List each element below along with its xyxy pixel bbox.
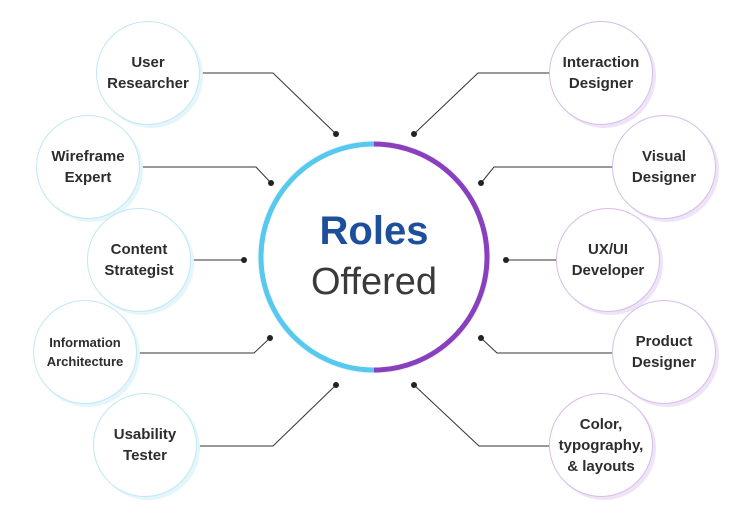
role-interaction-designer: Interaction Designer bbox=[549, 21, 653, 125]
connector-dot bbox=[268, 180, 274, 186]
connector-dot bbox=[411, 382, 417, 388]
role-label: Color, typography, & layouts bbox=[558, 415, 644, 475]
connector-information-architecture bbox=[138, 337, 271, 354]
connector-color-typography bbox=[413, 384, 551, 447]
role-label: Interaction Designer bbox=[562, 54, 640, 92]
center-title: Roles bbox=[319, 209, 429, 253]
center-circle: Roles Offered bbox=[254, 137, 494, 377]
role-wireframe-expert: Wireframe Expert bbox=[36, 115, 140, 219]
role-label: UX/UI Developer bbox=[571, 241, 645, 279]
role-label: Visual Designer bbox=[631, 148, 697, 186]
center-ring bbox=[257, 140, 491, 374]
connector-interaction-designer bbox=[413, 72, 551, 135]
connector-usability-tester bbox=[188, 384, 337, 447]
role-ux-ui-developer: UX/UI Developer bbox=[556, 208, 660, 312]
connector-product-designer bbox=[480, 337, 614, 354]
role-color-typography-layouts: Color, typography, & layouts bbox=[549, 393, 653, 497]
role-label: Usability Tester bbox=[113, 426, 177, 464]
role-visual-designer: Visual Designer bbox=[612, 115, 716, 219]
connector-dot bbox=[241, 257, 247, 263]
left-arc bbox=[258, 141, 375, 373]
role-product-designer: Product Designer bbox=[612, 300, 716, 404]
role-usability-tester: Usability Tester bbox=[93, 393, 197, 497]
connector-dot bbox=[478, 180, 484, 186]
role-information-architecture: Information Architecture bbox=[33, 300, 137, 404]
role-label: User Researcher bbox=[107, 54, 189, 92]
connector-dot bbox=[333, 131, 339, 137]
connector-dot bbox=[333, 382, 339, 388]
connector-wireframe-expert bbox=[142, 166, 272, 184]
role-label: Product Designer bbox=[631, 333, 697, 371]
role-label: Wireframe Expert bbox=[51, 148, 125, 186]
connector-user-researcher bbox=[200, 72, 337, 135]
center-subtitle: Offered bbox=[310, 261, 438, 303]
connector-dot bbox=[503, 257, 509, 263]
connector-dot bbox=[478, 335, 484, 341]
connector-dot bbox=[411, 131, 417, 137]
role-label: Content Strategist bbox=[104, 241, 174, 279]
role-label: Information Architecture bbox=[46, 335, 124, 369]
connector-dot bbox=[267, 335, 273, 341]
right-arc bbox=[373, 141, 490, 373]
role-content-strategist: Content Strategist bbox=[87, 208, 191, 312]
role-user-researcher: User Researcher bbox=[96, 21, 200, 125]
connector-visual-designer bbox=[480, 166, 614, 184]
